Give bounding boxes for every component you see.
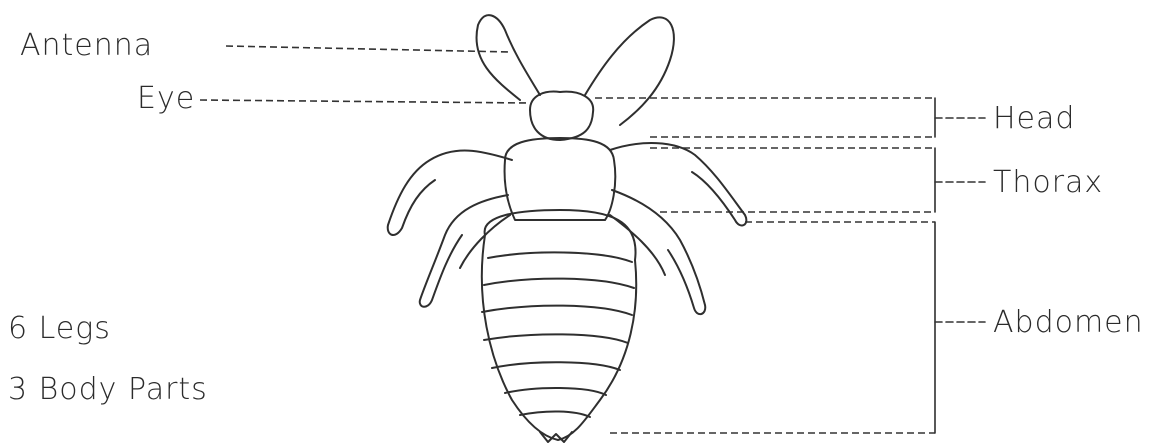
note-legs: 6 Legs [8,314,111,344]
label-antenna: Antenna [20,31,153,61]
leg-left-middle [420,195,508,307]
leg-right-front [610,143,746,225]
abdomen-segment [484,334,628,343]
brackets [935,98,985,433]
right-antenna [585,17,674,125]
note-body-parts: 3 Body Parts [8,375,208,405]
leg-right-middle [612,190,705,314]
label-eye: Eye [137,84,195,114]
insect-body [388,15,747,442]
thorax-outline [505,138,616,220]
abdomen-outline [482,210,636,440]
label-head: Head [993,104,1075,134]
eye-leader [200,100,530,103]
abdomen-segment [520,411,590,417]
antenna-leader [226,46,510,52]
abdomen-segment [482,306,632,315]
abdomen-segment [492,362,620,370]
label-abdomen: Abdomen [993,308,1144,338]
leg-left-front [388,151,512,235]
label-thorax: Thorax [993,168,1103,198]
leader-lines [200,46,935,433]
abdomen-segment [484,279,634,288]
abdomen-segment [488,252,632,262]
head-outline [530,92,593,140]
left-antenna [476,15,540,100]
abdomen-segment [505,388,606,395]
leg-right-hind [610,215,665,275]
